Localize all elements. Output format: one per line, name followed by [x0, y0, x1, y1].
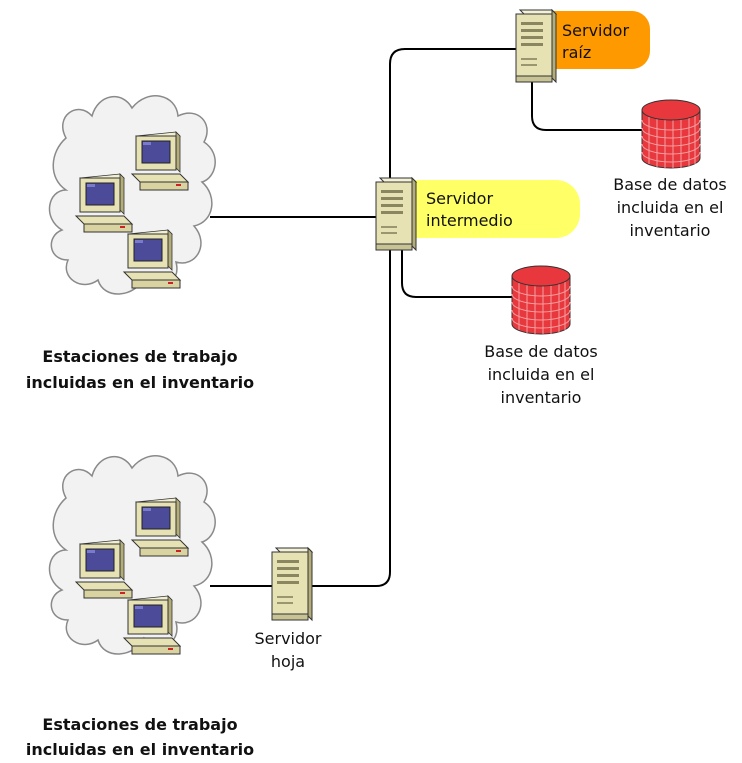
- root-server-label: Servidor raíz: [548, 11, 650, 69]
- leaf-server-label: Servidor hoja: [254, 629, 321, 671]
- intermediate-server-label: Servidor intermedio: [412, 180, 580, 238]
- svg-text:incluidas en el inventario: incluidas en el inventario: [26, 740, 254, 759]
- svg-text:incluida en el: incluida en el: [617, 198, 724, 217]
- svg-text:Base de datos: Base de datos: [613, 175, 727, 194]
- connection-lines: [210, 48, 642, 587]
- database-intermediate-label: Base de datos incluida en el inventario: [484, 342, 598, 407]
- workstations-bottom-group: [48, 455, 216, 655]
- intermediate-server-icon: [375, 177, 417, 251]
- workstation-icon: [75, 173, 133, 233]
- workstations-top-group: [48, 95, 216, 295]
- database-root-label: Base de datos incluida en el inventario: [613, 175, 727, 240]
- workstation-icon: [131, 497, 189, 557]
- intermediate-server-label-line1: Servidor: [426, 189, 493, 208]
- root-server-label-line2: raíz: [562, 43, 591, 62]
- workstation-icon: [123, 229, 181, 289]
- root-server-icon: [515, 9, 557, 83]
- link-intermediate-to-database: [401, 248, 512, 298]
- link-root-to-database: [531, 80, 642, 131]
- svg-text:incluida en el: incluida en el: [488, 365, 595, 384]
- link-leaf-to-intermediate: [312, 248, 391, 587]
- svg-text:Estaciones de trabajo: Estaciones de trabajo: [42, 715, 237, 734]
- workstations-bottom-label: Estaciones de trabajo incluidas en el in…: [26, 715, 254, 759]
- leaf-server-icon: [271, 547, 313, 621]
- workstation-icon: [123, 595, 181, 655]
- link-root-to-intermediate: [389, 48, 520, 180]
- database-root-icon: [641, 99, 701, 169]
- root-server-label-line1: Servidor: [562, 21, 629, 40]
- svg-text:Base de datos: Base de datos: [484, 342, 598, 361]
- svg-text:Estaciones de trabajo: Estaciones de trabajo: [42, 347, 237, 366]
- svg-text:inventario: inventario: [501, 388, 582, 407]
- svg-text:Servidor: Servidor: [254, 629, 321, 648]
- workstation-icon: [131, 131, 189, 191]
- svg-text:inventario: inventario: [630, 221, 711, 240]
- svg-text:incluidas en el inventario: incluidas en el inventario: [26, 373, 254, 392]
- svg-text:hoja: hoja: [271, 652, 305, 671]
- workstations-top-label: Estaciones de trabajo incluidas en el in…: [26, 347, 254, 392]
- database-intermediate-icon: [511, 265, 571, 335]
- workstation-icon: [75, 539, 133, 599]
- intermediate-server-label-line2: intermedio: [426, 211, 513, 230]
